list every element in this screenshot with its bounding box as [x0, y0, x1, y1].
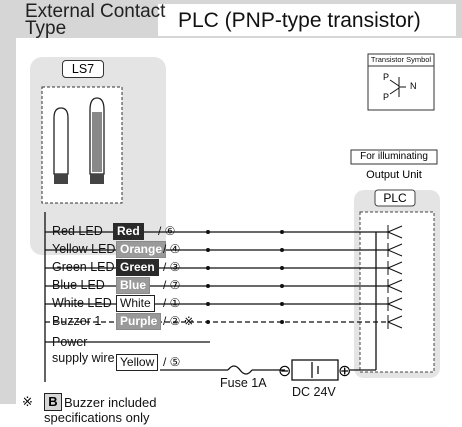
color-box: Purple: [116, 313, 162, 330]
terminal-number: / ④: [163, 242, 181, 256]
transistor-symbol-icon: [389, 77, 406, 97]
buzzer-badge: B: [44, 393, 62, 411]
plc-label-box: [374, 189, 416, 207]
footnote-line1: Buzzer included: [64, 395, 157, 410]
ls7-label: LS7: [62, 60, 104, 78]
header-background: [0, 0, 462, 38]
footnote-mark: ※: [22, 394, 33, 409]
illuminating-box: [350, 149, 438, 165]
color-box: Blue: [116, 277, 151, 294]
wire-label: Blue LED: [52, 278, 105, 292]
color-box: Green: [116, 259, 159, 276]
transistor-n: N: [410, 81, 417, 91]
wire-label: White LED: [52, 296, 112, 310]
dc-voltage-label: DC 24V: [292, 385, 336, 399]
color-box: Orange: [116, 241, 167, 258]
junction-dots: [206, 230, 284, 324]
minus-terminal-icon: ⊖: [278, 363, 292, 380]
light-tower-icon: [53, 97, 105, 184]
terminal-number: / ② ※: [163, 314, 194, 328]
color-box: Yellow: [116, 354, 159, 371]
left-margin-bar: [0, 38, 16, 404]
terminal-number: / ⑤: [163, 355, 181, 369]
power-label-line2: supply wire: [52, 351, 115, 365]
illuminating-label: For illuminating: [360, 151, 428, 162]
page-title: PLC (PNP-type transistor): [178, 9, 421, 32]
color-box: White: [116, 295, 155, 312]
footnote-line2: specifications only: [44, 410, 150, 425]
output-unit-label: Output Unit: [366, 169, 422, 181]
terminal-number: / ③: [163, 260, 181, 274]
terminal-number: / ①: [163, 296, 181, 310]
plus-terminal-icon: ⊕: [338, 363, 352, 380]
transistor-p2: P: [383, 92, 390, 102]
transistor-p1: P: [383, 72, 390, 82]
fuse-label: Fuse 1A: [220, 376, 267, 390]
plc-label: PLC: [383, 191, 407, 205]
plc-transistors: [387, 225, 403, 329]
header-type-line1: External Contact: [25, 1, 166, 22]
terminal-number: / ⑥: [158, 224, 176, 238]
wire-label: Buzzer 1: [52, 314, 102, 328]
signal-wires: [44, 212, 388, 382]
header-bar: External Contact Type PLC (PNP-type tran…: [0, 0, 462, 38]
header-type-line2: Type: [25, 18, 67, 39]
terminal-number: / ⑦: [163, 278, 181, 292]
color-box: Red: [113, 223, 144, 240]
wire-label: Red LED: [52, 224, 103, 238]
power-label-line1: Power: [52, 335, 88, 349]
power-wire: [160, 232, 377, 381]
wire-label: Yellow LED: [52, 242, 116, 256]
transistor-symbol-box: [367, 53, 435, 111]
transistor-symbol-title: Transistor Symbol: [370, 55, 432, 64]
wire-label: Green LED: [52, 260, 115, 274]
plc-inner-box: [359, 211, 435, 373]
